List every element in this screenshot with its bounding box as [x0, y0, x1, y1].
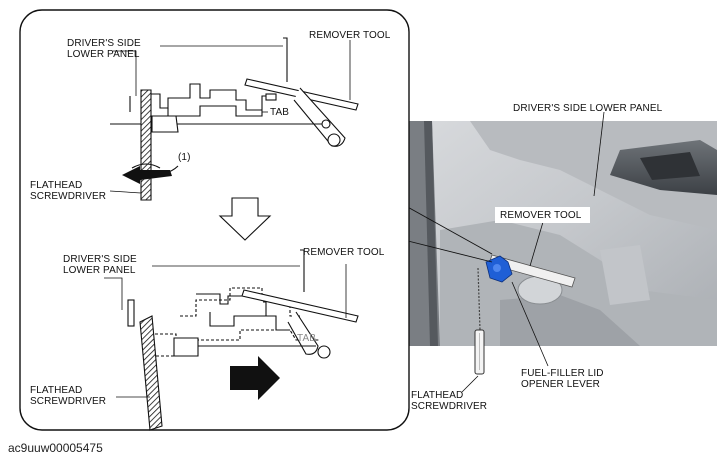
bottom-detail-diagram	[127, 249, 359, 431]
label-photo-lever: FUEL-FILLER LID OPENER LEVER	[521, 368, 604, 390]
label-top-panel: DRIVER'S SIDE LOWER PANEL	[67, 38, 141, 60]
detail-frame	[19, 9, 410, 431]
label-photo-remover-tool: REMOVER TOOL	[500, 210, 582, 221]
label-top-step-number: (1)	[178, 152, 191, 163]
label-top-remover-tool: REMOVER TOOL	[309, 30, 391, 41]
down-arrow-icon	[218, 197, 272, 241]
label-photo-screwdriver: FLATHEAD SCREWDRIVER	[411, 390, 488, 412]
push-arrow-icon	[230, 356, 280, 400]
label-top-tab: TAB	[270, 107, 290, 118]
label-bottom-tab: TAB	[297, 333, 317, 344]
label-bottom-screwdriver: FLATHEAD SCREWDRIVER	[30, 385, 107, 407]
vehicle-photo	[408, 111, 717, 393]
label-photo-lower-panel: DRIVER'S SIDE LOWER PANEL	[513, 103, 663, 114]
document-id: ac9uuw00005475	[8, 441, 103, 455]
fuel-filler-lever-highlight	[485, 255, 513, 283]
label-bottom-panel: DRIVER'S SIDE LOWER PANEL	[63, 254, 137, 276]
top-leaders	[109, 40, 351, 194]
photo-screwdriver	[474, 267, 485, 375]
label-bottom-remover-tool: REMOVER TOOL	[303, 247, 385, 258]
label-top-screwdriver: FLATHEAD SCREWDRIVER	[30, 180, 107, 202]
bottom-leaders	[104, 264, 347, 398]
detail-callout-wedge	[403, 204, 493, 263]
rotate-arrow-icon	[122, 166, 172, 184]
